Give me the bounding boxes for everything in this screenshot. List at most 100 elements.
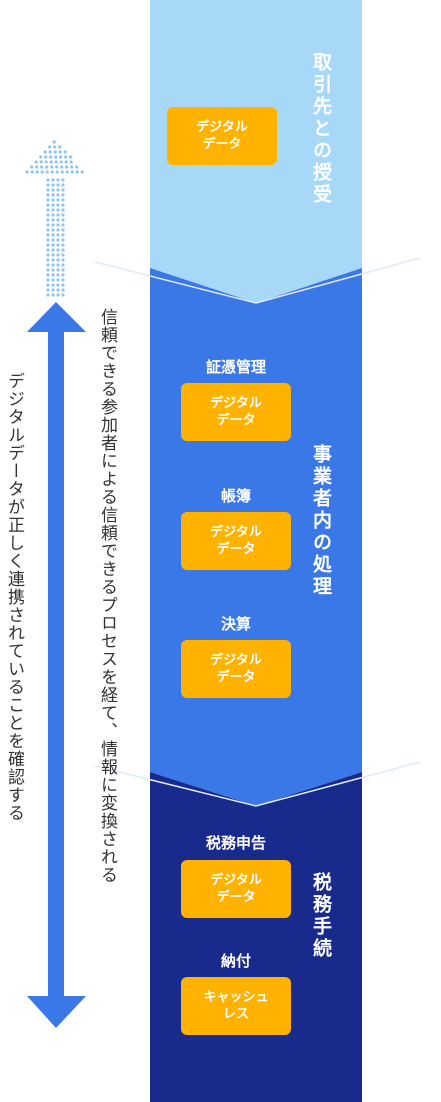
arrow-dot [56, 278, 60, 282]
arrow-dot [51, 273, 55, 277]
arrow-dot [61, 183, 65, 187]
arrow-dot [56, 273, 60, 277]
arrow-dot [61, 233, 65, 237]
arrow-dot [46, 268, 50, 272]
arrow-dot [61, 253, 65, 257]
chevron-shadow-bottom [94, 761, 421, 807]
badge-text-line1: デジタル [210, 396, 262, 411]
arrow-dot [46, 193, 50, 197]
item-label-payment: 納付 [220, 952, 251, 970]
arrow-dot [61, 218, 65, 222]
arrow-dot [55, 165, 59, 169]
arrow-dot [44, 160, 48, 164]
badge-text-line1: キャッシュ [203, 990, 269, 1005]
arrow-dot [51, 183, 55, 187]
arrow-dot [56, 178, 60, 182]
arrow-dot [60, 165, 64, 169]
arrow-dot [51, 293, 55, 297]
arrow-head-bottom [27, 996, 86, 1028]
arrow-dot [61, 268, 65, 272]
arrow-dot [61, 283, 65, 287]
arrow-dot [56, 193, 60, 197]
arrow-dot [61, 193, 65, 197]
arrow-dot [51, 253, 55, 257]
arrow-dot [46, 198, 50, 202]
arrow-dot [51, 203, 55, 207]
digital-data-badge: デジタル データ [181, 860, 291, 918]
arrow-dot [46, 273, 50, 277]
arrow-dot [53, 145, 57, 149]
arrow-dot [51, 213, 55, 217]
arrow-dot [46, 258, 50, 262]
arrow-dot [34, 160, 38, 164]
arrow-dot [46, 183, 50, 187]
badge-text-line2: データ [216, 542, 256, 557]
arrow-dot [46, 213, 50, 217]
arrow-dot [51, 283, 55, 287]
arrow-dot [46, 283, 50, 287]
arrow-dot [61, 223, 65, 227]
arrow-dot [56, 188, 60, 192]
arrow-dot [49, 155, 53, 159]
arrow-dot [56, 248, 60, 252]
arrow-dot [56, 243, 60, 247]
arrow-dot [51, 248, 55, 252]
arrow-dot [30, 170, 34, 174]
arrow-dot [61, 263, 65, 267]
badge-text-line2: レス [222, 1007, 249, 1022]
arrow-dot [61, 238, 65, 242]
arrow-dot [56, 268, 60, 272]
arrow-dot [51, 268, 55, 272]
cashless-badge: キャッシュ レス [181, 977, 291, 1035]
arrow-dot [65, 170, 69, 174]
badge-text-line2: データ [216, 413, 256, 428]
digital-data-badge: デジタル データ [181, 383, 291, 441]
arrow-dot [46, 223, 50, 227]
arrow-dot [51, 228, 55, 232]
arrow-dot [56, 183, 60, 187]
badge-text-line2: データ [202, 137, 242, 152]
arrow-dot [43, 150, 47, 154]
arrow-dot [51, 238, 55, 242]
arrow-dot [46, 233, 50, 237]
section-title-internal: 事業者内の処理 [310, 444, 332, 598]
arrow-dot [46, 228, 50, 232]
arrow-dot [56, 283, 60, 287]
arrow-dot [30, 165, 34, 169]
arrow-dot [61, 188, 65, 192]
arrow-dot [61, 288, 65, 292]
arrow-dot [46, 188, 50, 192]
arrow-dot [50, 170, 54, 174]
arrow-dot [56, 228, 60, 232]
arrow-dot [58, 150, 62, 154]
arrow-dot [46, 253, 50, 257]
arrow-dot [61, 273, 65, 277]
arrow-dot [56, 253, 60, 257]
arrow-dot [55, 170, 59, 174]
arrow-dot [61, 178, 65, 182]
arrow-dot [44, 155, 48, 159]
arrow-dot [51, 198, 55, 202]
badge-text-line1: デジタル [210, 873, 262, 888]
arrow-dot [61, 248, 65, 252]
arrow-dot [56, 198, 60, 202]
arrow-dot [56, 223, 60, 227]
arrow-dot [58, 145, 62, 149]
digital-data-badge: デジタル データ [181, 640, 291, 698]
badge-text-line1: デジタル [210, 525, 262, 540]
digital-data-badge: デジタル データ [167, 107, 277, 165]
double-headed-arrow-icon [27, 302, 86, 1028]
arrow-dot [56, 288, 60, 292]
arrow-dot [51, 193, 55, 197]
badge-text-line1: デジタル [196, 120, 248, 135]
arrow-dot [35, 170, 39, 174]
data-link-confirmation-text: デジタルデータが正しく連携されていることを確認する [4, 372, 24, 822]
arrow-dot [63, 150, 67, 154]
arrow-dot [61, 198, 65, 202]
arrow-dot [56, 208, 60, 212]
arrow-dot [51, 243, 55, 247]
arrow-dot [46, 288, 50, 292]
arrow-dot [39, 155, 43, 159]
arrow-dot [61, 213, 65, 217]
arrow-dot [69, 155, 73, 159]
